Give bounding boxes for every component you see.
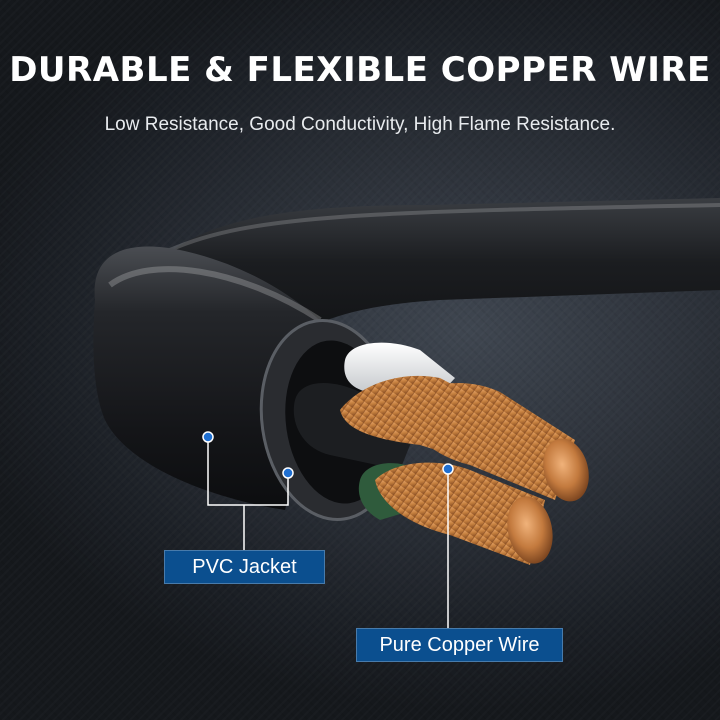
headline: DURABLE & FLEXIBLE COPPER WIRE xyxy=(9,50,711,90)
subheadline: Low Resistance, Good Conductivity, High … xyxy=(104,114,616,135)
pvc-jacket-leader xyxy=(207,437,289,551)
pvc-jacket-label: PVC Jacket xyxy=(164,550,325,584)
marker-dot-copper xyxy=(442,463,454,475)
pure-copper-wire-label: Pure Copper Wire xyxy=(356,628,563,662)
marker-dot-jacket-inner xyxy=(282,467,294,479)
copper-conductor-bottom xyxy=(375,462,553,565)
marker-dot-jacket-outer xyxy=(202,431,214,443)
copper-conductor-right xyxy=(400,382,589,502)
